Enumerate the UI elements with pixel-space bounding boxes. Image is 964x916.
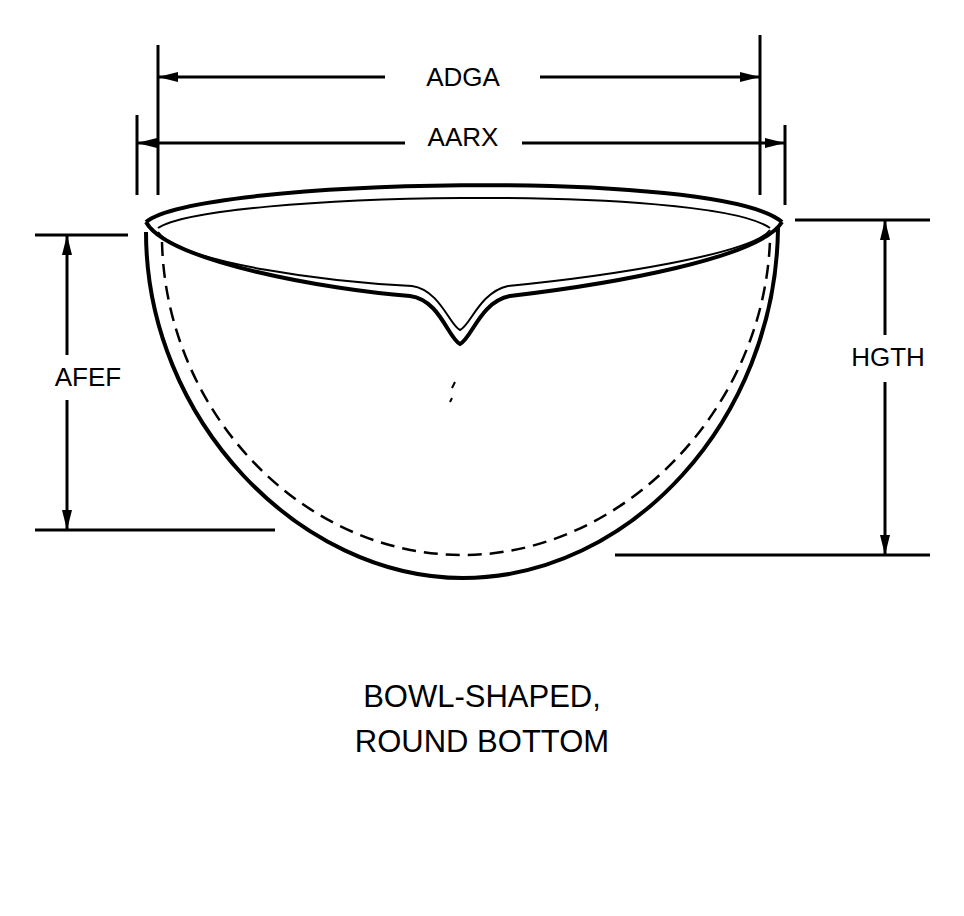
figure-caption: BOWL-SHAPED, ROUND BOTTOM — [332, 675, 632, 765]
dimension-label: ADGA — [422, 63, 504, 92]
dimension-label: AFEF — [51, 363, 125, 392]
dimension-label: HGTH — [847, 343, 929, 372]
dimension-label: AARX — [424, 123, 503, 152]
